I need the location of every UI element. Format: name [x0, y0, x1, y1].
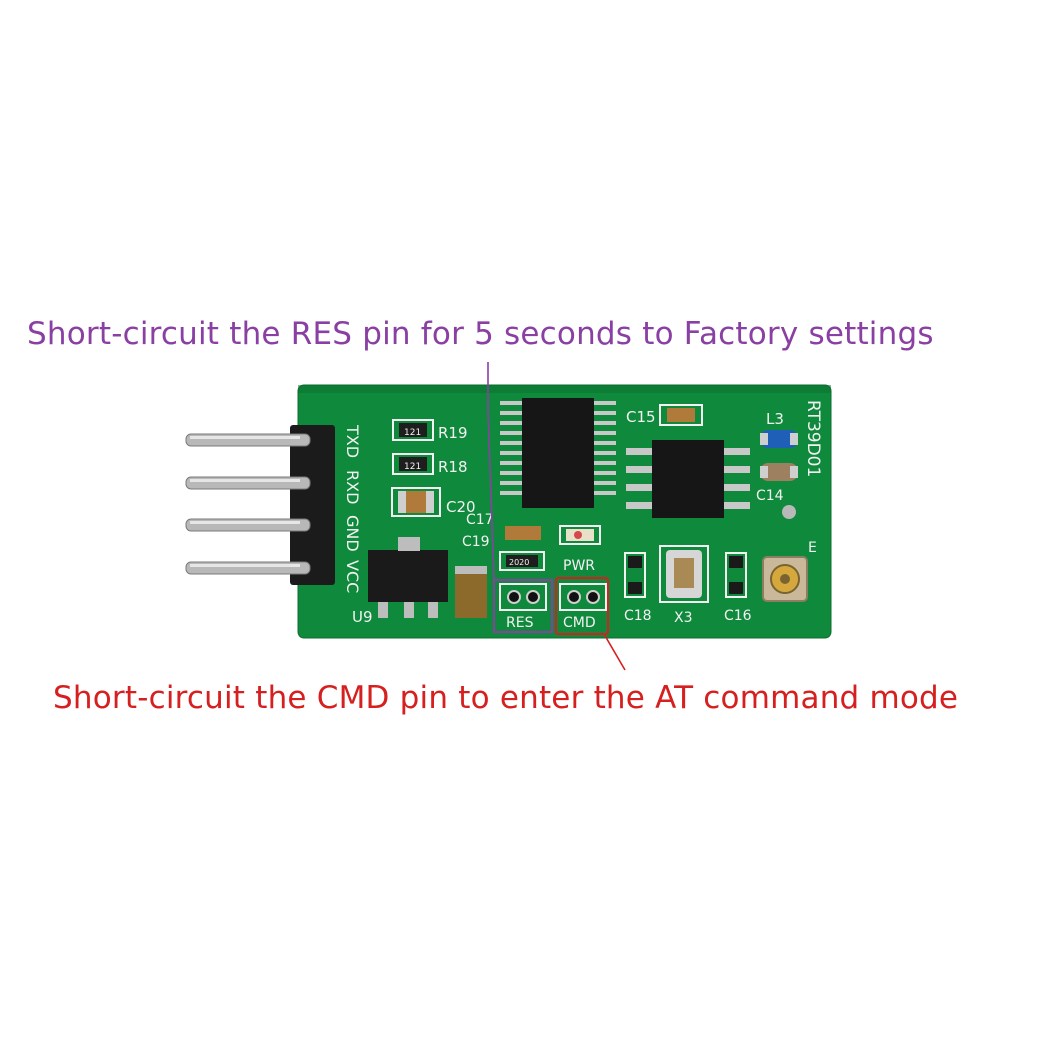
regulator-u9: U9 — [352, 537, 448, 626]
pin-label-rxd: RXD — [343, 470, 362, 504]
cmd-jumper: CMD — [559, 583, 607, 631]
label-c18: C18 — [624, 608, 652, 624]
pin-labels: TXD RXD GND VCC — [343, 424, 362, 593]
cmd-callout — [555, 577, 626, 671]
resistor-r18: 121 R18 — [392, 453, 468, 476]
label-c17: C17 — [466, 512, 494, 528]
pin-label-gnd: GND — [343, 515, 362, 552]
svg-text:121: 121 — [404, 462, 421, 472]
label-c16: C16 — [724, 608, 752, 624]
label-e: E — [808, 540, 817, 556]
label-pwr: PWR — [563, 558, 595, 574]
pin-label-txd: TXD — [343, 424, 362, 458]
svg-text:121: 121 — [404, 428, 421, 438]
antenna-connector: E — [762, 540, 817, 602]
label-r19: R19 — [438, 424, 468, 442]
res-jumper: RES — [499, 583, 547, 631]
label-c19: C19 — [462, 534, 490, 550]
label-x3: X3 — [674, 610, 693, 626]
pin-label-vcc: VCC — [343, 560, 362, 593]
inductor-l3: L3 — [760, 410, 798, 448]
pin-header — [185, 425, 335, 585]
label-r18: R18 — [438, 458, 468, 476]
crystal-x3: X3 — [659, 545, 709, 626]
svg-text:2020: 2020 — [509, 558, 529, 567]
capacitor-c16: C16 — [724, 552, 752, 624]
resistor-small: 2020 — [499, 551, 545, 571]
res-callout — [487, 362, 553, 633]
capacitor-c20: C20 — [391, 487, 476, 517]
model-label: RT39D01 — [803, 400, 823, 477]
label-l3: L3 — [766, 410, 784, 428]
capacitor-tantalum — [455, 566, 487, 618]
capacitor-c18: C18 — [624, 552, 652, 624]
secondary-ic — [626, 440, 750, 518]
resistor-r19: 121 R19 — [392, 419, 468, 442]
res-pin-caption: Short-circuit the RES pin for 5 seconds … — [27, 316, 934, 352]
label-u9: U9 — [352, 608, 373, 626]
label-c20: C20 — [446, 498, 476, 516]
main-ic — [500, 398, 616, 508]
capacitor-c17: C17 — [466, 512, 541, 540]
pwr-led: PWR — [559, 525, 601, 574]
cmd-pin-caption: Short-circuit the CMD pin to enter the A… — [53, 680, 959, 716]
capacitor-c14: C14 — [756, 463, 798, 504]
capacitor-c15: C15 — [626, 404, 703, 426]
label-c15: C15 — [626, 408, 656, 426]
label-res: RES — [506, 615, 534, 631]
label-c14: C14 — [756, 488, 784, 504]
label-cmd: CMD — [563, 615, 596, 631]
